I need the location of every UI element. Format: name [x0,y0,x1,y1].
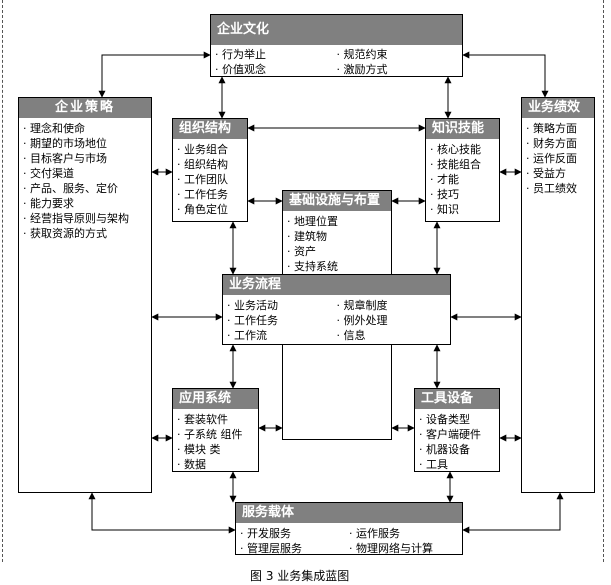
process-item: · 规章制度 [336,299,388,312]
process-left-col: · 业务活动 · 工作任务 · 工作流 [227,298,337,343]
apps-list: · 套装软件 · 子系统 组件 · 模块 类 · 数据 [173,409,258,475]
strategy-item: · 期望的市场地位 [23,137,107,150]
performance-item: · 运作反面 [526,152,577,165]
strategy-item: · 获取资源的方式 [23,227,107,240]
tools-item: · 机器设备 [419,443,470,456]
culture-item: · 规范约束 [336,48,388,61]
apps-item: · 套装软件 [177,413,228,426]
service-item: · 运作服务 [349,527,400,540]
strategy-item: · 交付渠道 [23,167,74,180]
process-item: · 工作流 [227,329,267,342]
strategy-item: · 能力要求 [23,197,74,210]
process-item: · 工作任务 [227,314,278,327]
process-body: · 业务活动 · 工作任务 · 工作流 · 规章制度 · 例外处理 · 信息 [223,295,450,346]
service-item: · 开发服务 [240,527,291,540]
apps-item: · 模块 类 [177,443,221,456]
arrow-strategy-service [88,492,236,534]
page-border [2,0,604,562]
strategy-list: · 理念和使命 · 期望的市场地位 · 目标客户与市场 · 交付渠道 · 产品、… [19,118,151,244]
org-item: · 组织结构 [177,158,228,171]
apps-title: 应用系统 [173,389,258,409]
culture-item: · 价值观念 [215,63,266,76]
service-title: 服务载体 [236,503,462,523]
strategy-title: 企业策略 [19,98,151,118]
arrow-culture-performance [462,51,549,98]
tools-item: · 工具 [419,458,448,471]
service-item: · 物理网络与计算 [349,542,433,555]
figure-caption: 图 3 业务集成蓝图 [250,569,350,583]
service-body: · 开发服务 · 管理层服务 · 运作服务 · 物理网络与计算 [236,523,462,559]
org-item: · 角色定位 [177,203,228,216]
infra-title: 基础设施与布置 [283,191,391,211]
process-item: · 例外处理 [336,314,388,327]
org-item: · 工作任务 [177,188,228,201]
process-box: 业务流程 · 业务活动 · 工作任务 · 工作流 · 规章制度 · 例外处理 ·… [222,274,451,345]
infra-item: · 支持系统 [287,260,338,273]
strategy-item: · 经营指导原则与架构 [23,212,129,225]
apps-item: · 子系统 组件 [177,428,243,441]
strategy-item: · 理念和使命 [23,122,85,135]
process-item: · 信息 [336,329,366,342]
performance-item: · 财务方面 [526,137,577,150]
service-item: · 管理层服务 [240,542,302,555]
performance-title: 业务绩效 [522,98,594,118]
apps-item: · 数据 [177,458,206,471]
strategy-item: · 产品、服务、定价 [23,182,118,195]
org-list: · 业务组合 · 组织结构 · 工作团队 · 工作任务 · 角色定位 [173,139,247,220]
strategy-box: 企业策略 · 理念和使命 · 期望的市场地位 · 目标客户与市场 · 交付渠道 … [18,97,152,493]
performance-item: · 员工绩效 [526,182,577,195]
skills-item: · 才能 [430,173,459,186]
process-right-col: · 规章制度 · 例外处理 · 信息 [337,298,447,343]
skills-list: · 核心技能 · 技能组合 · 才能 · 技巧 · 知识 [426,139,499,220]
skills-title: 知识技能 [426,119,499,139]
strategy-item: · 目标客户与市场 [23,152,107,165]
infra-list: · 地理位置 · 建筑物 · 资产 · 支持系统 [283,211,391,277]
service-left-col: · 开发服务 · 管理层服务 [240,526,349,556]
org-item: · 工作团队 [177,173,228,186]
culture-body: · 行为举止 · 价值观念 · 规范约束 · 激励方式 [211,45,462,80]
culture-right-col: · 规范约束 · 激励方式 [337,47,459,77]
arrow-service-performance [462,492,564,534]
infra-item: · 地理位置 [287,215,338,228]
culture-left-col: · 行为举止 · 价值观念 [215,47,337,77]
org-box: 组织结构 · 业务组合 · 组织结构 · 工作团队 · 工作任务 · 角色定位 [172,118,248,222]
service-right-col: · 运作服务 · 物理网络与计算 [349,526,458,556]
performance-box: 业务绩效 · 策略方面 · 财务方面 · 运作反面 · 受益方 · 员工绩效 [521,97,595,493]
process-title: 业务流程 [223,275,450,295]
tools-list: · 设备类型 · 客户端硬件 · 机器设备 · 工具 [415,409,499,475]
tools-item: · 客户端硬件 [419,428,481,441]
skills-item: · 核心技能 [430,143,481,156]
skills-box: 知识技能 · 核心技能 · 技能组合 · 才能 · 技巧 · 知识 [425,118,500,222]
performance-item: · 策略方面 [526,122,577,135]
arrow-culture-strategy [98,51,211,98]
org-title: 组织结构 [173,119,247,139]
performance-item: · 受益方 [526,167,566,180]
tools-item: · 设备类型 [419,413,470,426]
skills-item: · 知识 [430,203,459,216]
tools-box: 工具设备 · 设备类型 · 客户端硬件 · 机器设备 · 工具 [414,388,500,472]
culture-item: · 激励方式 [336,63,388,76]
culture-title: 企业文化 [211,15,462,45]
skills-item: · 技巧 [430,188,459,201]
process-item: · 业务活动 [227,299,278,312]
service-box: 服务载体 · 开发服务 · 管理层服务 · 运作服务 · 物理网络与计算 [235,502,463,555]
skills-item: · 技能组合 [430,158,481,171]
infra-item: · 资产 [287,245,316,258]
tools-title: 工具设备 [415,389,499,409]
infra-item: · 建筑物 [287,230,327,243]
org-item: · 业务组合 [177,143,228,156]
culture-item: · 行为举止 [215,48,266,61]
apps-box: 应用系统 · 套装软件 · 子系统 组件 · 模块 类 · 数据 [172,388,259,472]
performance-list: · 策略方面 · 财务方面 · 运作反面 · 受益方 · 员工绩效 [522,118,594,199]
culture-box: 企业文化 · 行为举止 · 价值观念 · 规范约束 · 激励方式 [210,14,463,77]
